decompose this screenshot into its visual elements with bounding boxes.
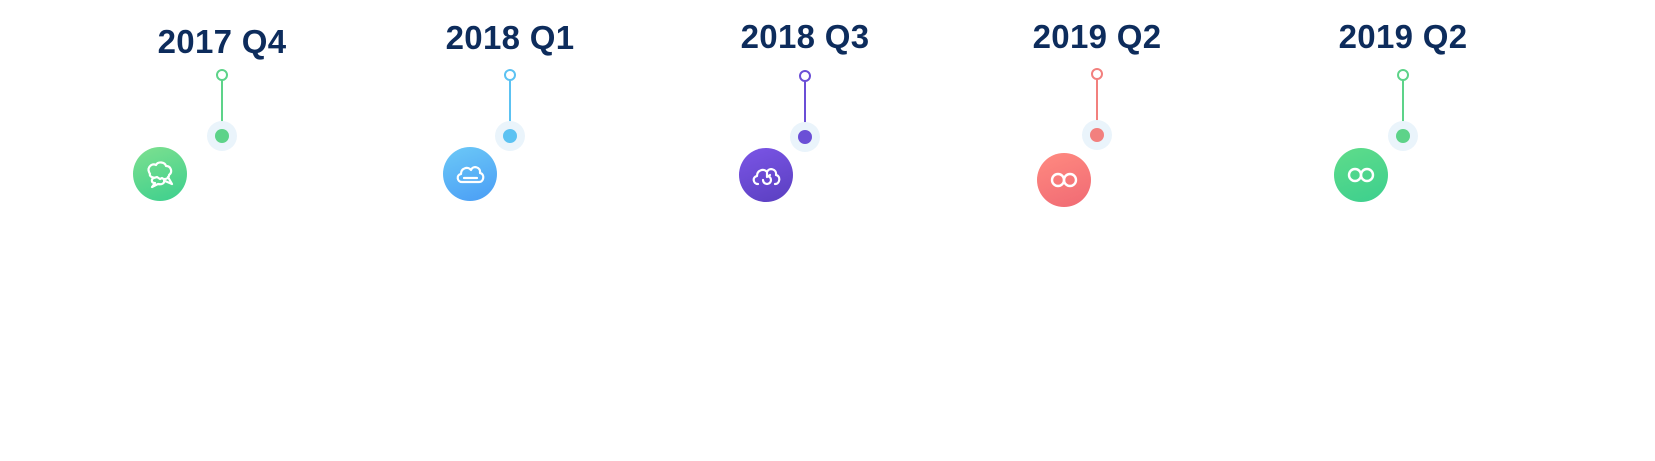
milestone-dot: [503, 129, 517, 143]
cloud-icon: [443, 147, 497, 201]
stem-line: [1096, 78, 1098, 134]
infinity-icon: [1037, 153, 1091, 207]
milestone-date: 2017 Q4: [157, 23, 287, 60]
stem-line: [804, 80, 806, 136]
milestone-dot: [1396, 129, 1410, 143]
milestone-item: 2019 Q2: [947, 0, 1247, 240]
milestone-item: 2018 Q1: [360, 0, 660, 240]
infinity-icon: [1334, 148, 1388, 202]
milestone-dot: [1090, 128, 1104, 142]
milestone-dot: [215, 129, 229, 143]
milestone-item: 2018 Q3: [655, 0, 955, 240]
milestone-date: 2018 Q3: [740, 18, 870, 55]
milestone-date: 2019 Q2: [1338, 18, 1468, 55]
stem-line: [509, 79, 511, 135]
milestone-dot: [798, 130, 812, 144]
stem-line: [221, 79, 223, 135]
milestone-date: 2019 Q2: [1032, 18, 1162, 55]
milestone-item: 2019 Q2: [1253, 0, 1553, 240]
chat-bubbles-icon: [133, 147, 187, 201]
cloud-sync-icon: [739, 148, 793, 202]
milestone-date: 2018 Q1: [445, 19, 575, 56]
milestone-item: 2017 Q4: [72, 0, 372, 240]
stem-line: [1402, 79, 1404, 135]
